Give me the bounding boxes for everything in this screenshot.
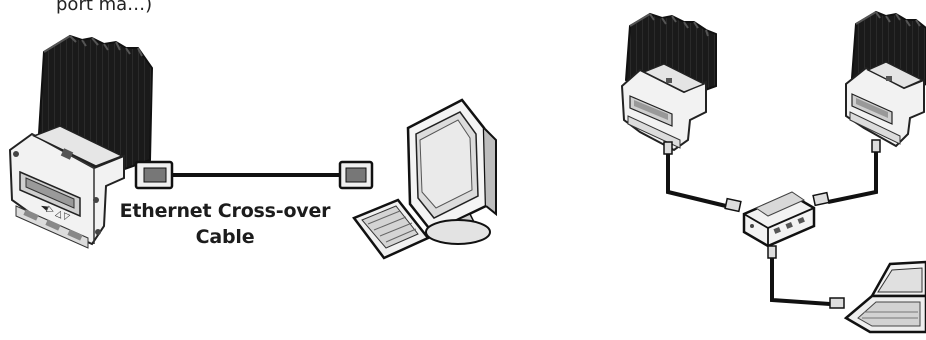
- cable-label-line-2: Cable: [110, 224, 340, 250]
- charge-controller-right-2: [846, 12, 926, 146]
- charge-controller-right-1: [622, 14, 716, 150]
- ethernet-cable: [136, 162, 372, 188]
- network-switch: [744, 192, 814, 246]
- cable-label-line-1: Ethernet Cross-over: [110, 198, 340, 224]
- cable-label: Ethernet Cross-over Cable: [110, 198, 340, 250]
- laptop-computer: [846, 262, 926, 332]
- desktop-computer: [354, 100, 496, 258]
